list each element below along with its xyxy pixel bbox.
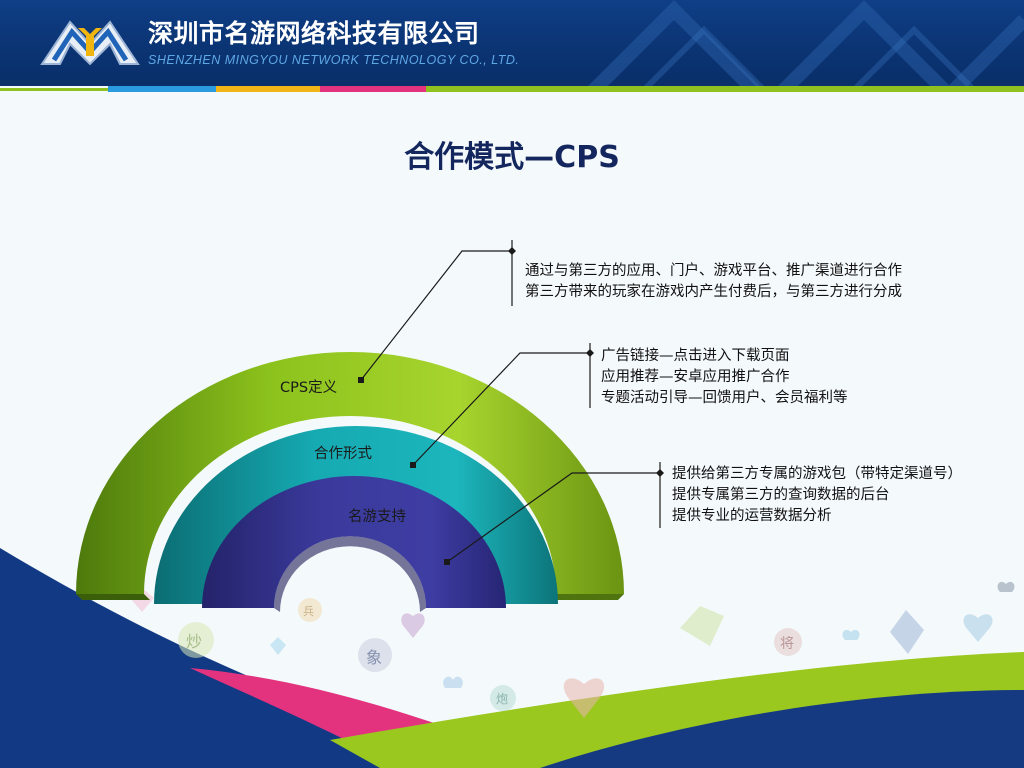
header-stripe-green bbox=[426, 86, 1024, 92]
decor-icons bbox=[130, 581, 1015, 718]
arch-diagram bbox=[76, 352, 624, 612]
callout-line: 广告链接—点击进入下载页面 bbox=[601, 348, 790, 364]
decor-chip-char: 象 bbox=[366, 648, 383, 667]
callout-mingyou-support: 提供给第三方专属的游戏包（带特定渠道号） 提供专属第三方的查询数据的后台 提供专… bbox=[672, 464, 962, 527]
company-logo-icon bbox=[40, 20, 140, 66]
decor-chip-char: 将 bbox=[780, 636, 794, 652]
decor-chip-char: 炒 bbox=[186, 632, 203, 651]
callout-line: 提供专属第三方的查询数据的后台 bbox=[672, 487, 890, 503]
decor-chip-char: 炮 bbox=[496, 692, 509, 706]
arch-label-cps-definition: CPS定义 bbox=[280, 380, 338, 396]
callout-line: 提供专业的运营数据分析 bbox=[672, 508, 832, 524]
callout-cps-definition: 通过与第三方的应用、门户、游戏平台、推广渠道进行合作 第三方带来的玩家在游戏内产… bbox=[525, 261, 902, 303]
bottom-decoration bbox=[0, 548, 1024, 768]
header-pattern bbox=[588, 0, 1024, 86]
callout-line: 专题活动引导—回馈用户、会员福利等 bbox=[601, 390, 848, 406]
leader-markers bbox=[358, 247, 664, 565]
header-stripe-blue bbox=[108, 86, 216, 92]
decor-chip-char: 兵 bbox=[303, 605, 314, 618]
callout-line: 应用推荐—安卓应用推广合作 bbox=[601, 369, 790, 385]
arch-label-cooperation-form: 合作形式 bbox=[314, 446, 372, 462]
company-name-cn: 深圳市名游网络科技有限公司 bbox=[148, 19, 480, 48]
callout-line: 第三方带来的玩家在游戏内产生付费后，与第三方进行分成 bbox=[525, 284, 902, 300]
callout-line: 提供给第三方专属的游戏包（带特定渠道号） bbox=[672, 466, 962, 482]
callout-line: 通过与第三方的应用、门户、游戏平台、推广渠道进行合作 bbox=[525, 263, 902, 279]
header-bar: 深圳市名游网络科技有限公司 SHENZHEN MINGYOU NETWORK T… bbox=[0, 0, 1024, 86]
header-stripe-pink bbox=[320, 86, 426, 92]
page-title: 合作模式—CPS bbox=[404, 140, 620, 175]
callout-cooperation-form: 广告链接—点击进入下载页面 应用推荐—安卓应用推广合作 专题活动引导—回馈用户、… bbox=[601, 346, 848, 409]
header-stripe-left bbox=[0, 88, 108, 91]
header-stripe-yellow bbox=[216, 86, 320, 92]
arch-label-mingyou-support: 名游支持 bbox=[348, 509, 406, 525]
company-name-en: SHENZHEN MINGYOU NETWORK TECHNOLOGY CO.,… bbox=[148, 53, 520, 67]
